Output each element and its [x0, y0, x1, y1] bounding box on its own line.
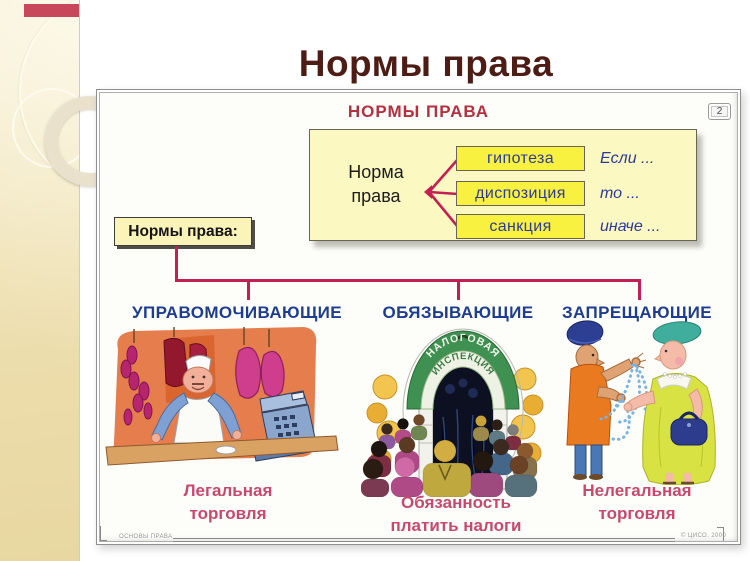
tree-connector-horizontal [175, 279, 641, 282]
tree-connector-drop-3 [638, 279, 641, 300]
norm-subject: Норма права [320, 160, 432, 209]
circle-decor-icon [12, 88, 79, 168]
condition-else: иначе ... [600, 217, 661, 235]
part-box-hypothesis: гипотеза [456, 146, 585, 171]
dark-doorway [433, 367, 493, 489]
condition-if: Если ... [600, 149, 655, 167]
cash-register-icon [253, 390, 323, 462]
page-number-badge: 2 [708, 103, 731, 120]
law-norms-poster: НОРМЫ ПРАВА 2 Норма права гипотеза диспо… [96, 89, 741, 545]
poster-header: НОРМЫ ПРАВА [347, 102, 490, 121]
category-obliging: ОБЯЗЫВАЮЩИЕ [382, 303, 534, 322]
part-box-sanction: санкция [456, 214, 585, 239]
hams-icon [235, 346, 285, 399]
caption-line: Легальная [183, 481, 273, 500]
part-box-disposition: диспозиция [456, 181, 585, 206]
peddler-figure [566, 320, 647, 480]
meat-hooks-icon [133, 327, 270, 347]
sausages-icon [120, 345, 153, 426]
side-decor-strip [0, 0, 80, 561]
caption-legal-trade: Легальная торговля [184, 479, 273, 525]
caption-line: Обязанность [400, 493, 512, 512]
fan-arrow-icon [424, 158, 458, 228]
meat-slabs-icon [163, 337, 209, 387]
page-title: Нормы права [298, 43, 554, 84]
condition-then: то ... [600, 184, 640, 202]
norm-structure-box: Норма права гипотеза диспозиция санкция … [309, 129, 697, 241]
bead-strings-icon [599, 363, 649, 441]
tax-sign-line2: ИНСПЕКЦИЯ [430, 351, 496, 377]
footer-rule [173, 538, 675, 542]
illegal-trade-illustration [566, 320, 716, 485]
footer-series-label: ОСНОВЫ ПРАВА [119, 534, 173, 540]
caption-line: торговля [598, 504, 676, 523]
caption-pay-taxes: Обязанность платить налоги [390, 491, 521, 537]
legal-trade-illustration [105, 327, 339, 466]
crowd [361, 414, 538, 497]
tree-connector-up [175, 246, 178, 280]
theme-accent-rect [24, 4, 79, 17]
buyer-woman-figure [623, 321, 716, 485]
tree-connector-drop-1 [247, 279, 250, 300]
counter [105, 435, 339, 466]
arch-sketch-line [402, 328, 524, 494]
receipt-icon [215, 445, 237, 455]
category-prohibiting: ЗАПРЕЩАЮЩИЕ [561, 303, 713, 322]
tax-office-illustration: НАЛОГОВАЯ ИНСПЕКЦИЯ [361, 328, 544, 497]
caption-line: торговля [189, 504, 267, 523]
caption-line: Нелегальная [582, 481, 692, 500]
tax-sign-line1: НАЛОГОВАЯ [424, 332, 502, 360]
caption-illegal-trade: Нелегальная торговля [582, 479, 691, 525]
norm-subject-line2: права [351, 186, 401, 207]
footer-copyright: © ЦИСО, 2000 [681, 533, 727, 539]
norms-label-box: Нормы права: [114, 217, 252, 246]
tree-connector-drop-2 [457, 279, 460, 300]
butcher-figure [151, 355, 242, 444]
footer-corner-mark [100, 526, 107, 541]
door-pillars [418, 408, 508, 490]
caption-line: платить налоги [390, 516, 522, 535]
norm-subject-line1: Норма [348, 162, 404, 182]
foliage-icon [366, 367, 544, 470]
category-empowering: УПРАВОМОЧИВАЮЩИЕ [131, 303, 343, 322]
footer-corner-mark [717, 527, 724, 541]
sign-emblem-icon [455, 334, 471, 341]
sign-band-green [406, 330, 520, 410]
sign-band-light [420, 350, 506, 410]
